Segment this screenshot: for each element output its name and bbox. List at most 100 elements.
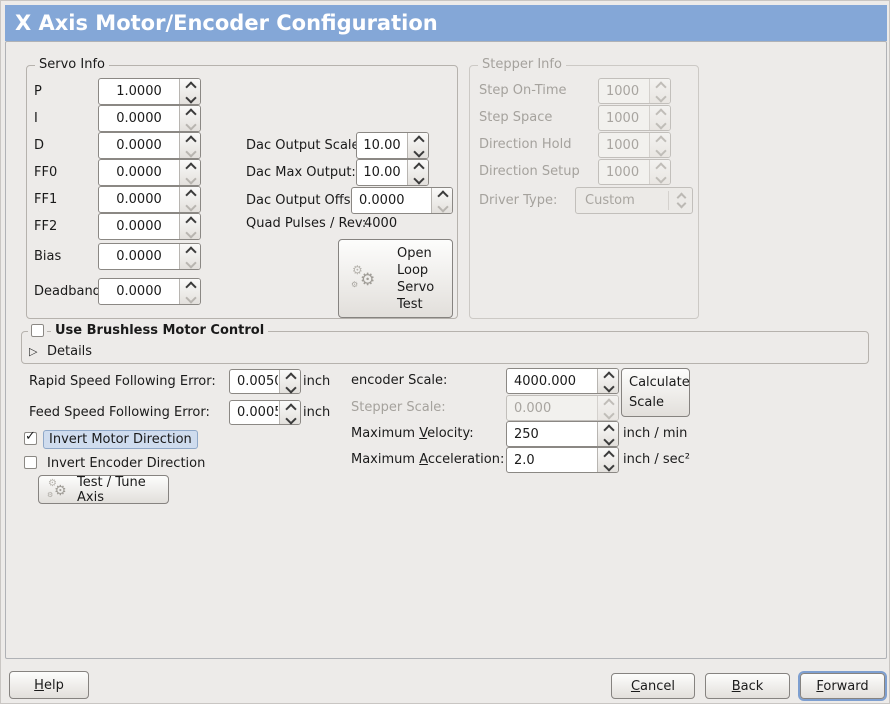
d-spin-buttons[interactable] [179,133,200,158]
ff1-spin-buttons[interactable] [179,187,200,212]
cancel-button[interactable]: Cancel [611,673,695,699]
driver-type-value: Custom [585,193,635,208]
dac-max-output-spinbox[interactable]: 10.00 [356,159,429,186]
deadband-spin-buttons[interactable] [179,279,200,304]
dac-output-scale-spin-buttons[interactable] [407,133,428,158]
dac-max-output-value: 10.00 [363,165,401,180]
gear-icon: ⚙ [54,482,67,499]
invert-motor-checkbox[interactable]: ✓ [24,430,37,445]
servo-info-frame: Servo Info [26,57,458,319]
spin-down-icon[interactable] [180,146,200,159]
spin-down-icon[interactable] [408,173,428,186]
spin-down-icon[interactable] [180,119,200,132]
spin-down-icon[interactable] [180,227,200,240]
spin-down-icon[interactable] [280,382,300,394]
spin-up-icon[interactable] [280,401,300,413]
spin-up-icon[interactable] [180,160,200,173]
max-velocity-spin-buttons[interactable] [597,422,618,446]
quad-pulses-label: Quad Pulses / Rev: [246,216,367,231]
use-brushless-checkbox[interactable] [28,321,47,340]
spin-down-icon[interactable] [598,460,618,472]
spin-up-icon[interactable] [180,187,200,200]
details-expander-icon[interactable]: ▷ [29,345,38,358]
d-value: 0.0000 [116,138,162,153]
back-button[interactable]: Back [705,673,790,699]
ff0-spinbox[interactable]: 0.0000 [98,159,201,186]
spin-down-icon[interactable] [408,146,428,159]
i-spin-buttons[interactable] [179,106,200,131]
spin-up-icon[interactable] [180,244,200,257]
spin-down-icon[interactable] [180,257,200,270]
spin-up-icon [650,133,670,145]
spin-up-icon[interactable] [598,422,618,434]
page-title: X Axis Motor/Encoder Configuration [15,11,438,35]
spin-down-icon[interactable] [180,200,200,213]
bias-spin-buttons[interactable] [179,244,200,269]
i-spinbox[interactable]: 0.0000 [98,105,201,132]
use-brushless-label: Use Brushless Motor Control [51,323,269,338]
dac-output-offset-spinbox[interactable]: 0.0000 [351,187,453,214]
feed-ferror-spin-buttons[interactable] [279,401,300,424]
invert-encoder-checkbox[interactable] [24,456,37,469]
p-spin-buttons[interactable] [179,79,200,104]
encoder-scale-spin-buttons[interactable] [597,369,618,393]
rapid-ferror-spinbox[interactable]: 0.0050 [229,369,301,394]
ff2-spinbox[interactable]: 0.0000 [98,213,201,240]
spin-down-icon[interactable] [180,92,200,105]
d-spinbox[interactable]: 0.0000 [98,132,201,159]
spin-up-icon[interactable] [180,214,200,227]
dac-output-offset-spin-buttons[interactable] [431,188,452,213]
spin-up-icon[interactable] [180,279,200,292]
calculate-scale-button[interactable]: Calculate Scale [621,368,690,417]
feed-ferror-value: 0.0005 [237,405,278,420]
test-tune-axis-button[interactable]: ⚙ ⚙ ⚙ Test / Tune Axis [38,475,169,505]
max-acceleration-spinbox[interactable]: 2.0 [506,447,619,473]
encoder-scale-spinbox[interactable]: 4000.000 [506,368,619,394]
spin-down-icon[interactable] [180,173,200,186]
spin-up-icon[interactable] [408,133,428,146]
p-spinbox[interactable]: 1.0000 [98,78,201,105]
cancel-button-label: Cancel [630,678,676,694]
invert-motor-label[interactable]: Invert Motor Direction [43,430,198,449]
stepper-scale-spinbox: 0.000 [506,395,619,421]
dac-max-output-label: Dac Max Output: [246,165,356,180]
ff2-spin-buttons[interactable] [179,214,200,239]
spin-up-icon[interactable] [408,160,428,173]
spin-up-icon[interactable] [180,79,200,92]
spin-up-icon[interactable] [432,188,452,201]
help-button[interactable]: Help [9,671,89,699]
spin-up-icon[interactable] [598,369,618,381]
bias-spinbox[interactable]: 0.0000 [98,243,201,270]
feed-ferror-spinbox[interactable]: 0.0005 [229,400,301,425]
spin-down-icon[interactable] [432,201,452,214]
spin-down-icon [650,145,670,157]
rapid-ferror-spin-buttons[interactable] [279,370,300,393]
stepper-info-legend: Stepper Info [478,57,566,72]
spin-down-icon[interactable] [180,292,200,305]
max-acceleration-unit: inch / sec² [623,452,691,467]
stepper-scale-label: Stepper Scale: [351,400,446,415]
spin-up-icon[interactable] [180,106,200,119]
max-acceleration-spin-buttons[interactable] [597,448,618,472]
details-expander-label[interactable]: Details [47,344,93,359]
open-loop-servo-test-button[interactable]: ⚙ ⚙ ⚙ Open Loop Servo Test [338,239,453,318]
max-velocity-spinbox[interactable]: 250 [506,421,619,447]
quad-pulses-value: 4000 [364,216,398,231]
spin-down-icon[interactable] [598,381,618,393]
ff0-spin-buttons[interactable] [179,160,200,185]
stepper-scale-spin-buttons [597,396,618,420]
dac-output-scale-spinbox[interactable]: 10.00 [356,132,429,159]
spin-down-icon[interactable] [280,413,300,425]
deadband-spinbox[interactable]: 0.0000 [98,278,201,305]
spin-up-icon[interactable] [598,448,618,460]
p-label: P [34,84,42,99]
ff1-spinbox[interactable]: 0.0000 [98,186,201,213]
stepper-info-frame: Stepper Info [469,57,699,319]
dialog-header: X Axis Motor/Encoder Configuration [5,5,887,41]
dac-max-output-spin-buttons[interactable] [407,160,428,185]
spin-up-icon[interactable] [280,370,300,382]
spin-up-icon[interactable] [180,133,200,146]
forward-button[interactable]: Forward [800,673,885,699]
invert-encoder-label[interactable]: Invert Encoder Direction [47,456,206,471]
spin-down-icon[interactable] [598,434,618,446]
